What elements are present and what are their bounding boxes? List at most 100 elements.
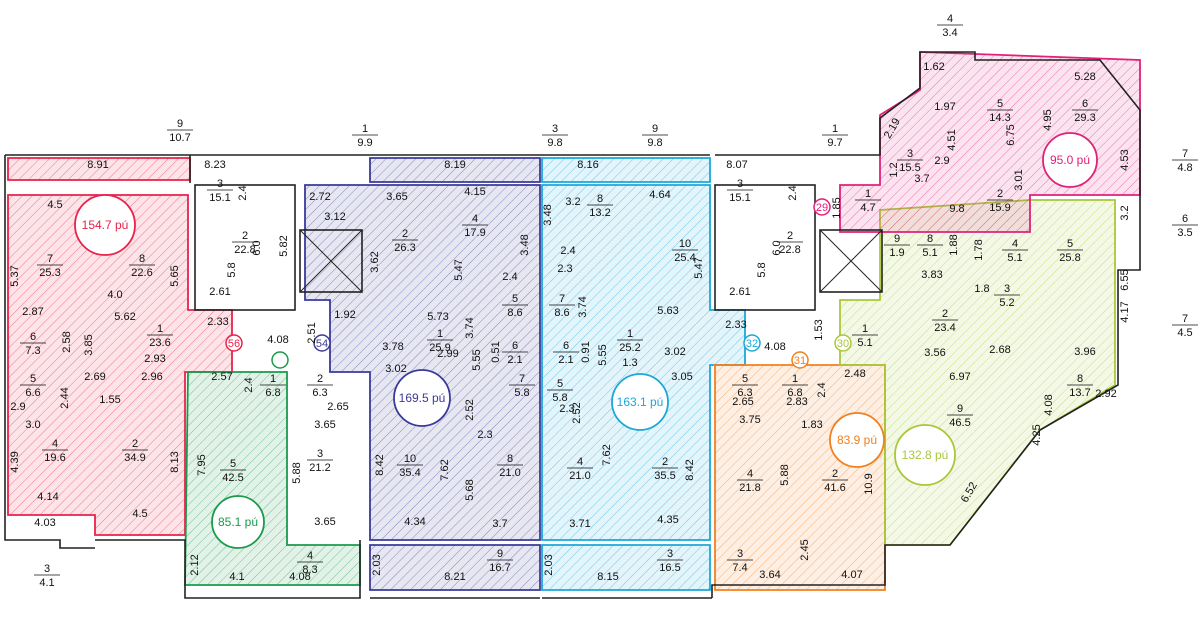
room-area: 29.3 [1074, 112, 1095, 124]
room-area: 6.3 [312, 387, 327, 399]
room-labels: 725.3822.6123.667.356.6419.6234.934.1910… [9, 13, 1198, 589]
room-area: 9.7 [827, 137, 842, 149]
room-area: 4.5 [1177, 327, 1192, 339]
apartment-number-marker[interactable] [225, 334, 243, 352]
common-room-label: 222.8 [232, 230, 258, 256]
room-area: 23.4 [934, 322, 955, 334]
dimension-label: 2.96 [141, 371, 162, 383]
room-label: 67.3 [20, 331, 46, 357]
room-area: 9.8 [547, 137, 562, 149]
room-label: 223.4 [932, 308, 958, 334]
room-number: 1 [157, 323, 163, 335]
room-number: 8 [1077, 373, 1083, 385]
dimension-label: 7.62 [439, 459, 451, 480]
room-number: 2 [942, 308, 948, 320]
dimension-label: 4.08 [1043, 394, 1055, 415]
apartment-zone-blue[interactable] [369, 544, 541, 591]
room-number: 6 [1182, 213, 1188, 225]
dimension-label: 3.05 [671, 371, 692, 383]
apartment-zones [7, 51, 1141, 591]
dimension-label: 2.65 [732, 396, 753, 408]
dimension-label: 4.08 [764, 341, 785, 353]
dimension-label: 4.14 [37, 491, 58, 503]
total-area-label: 163.1 pú [617, 395, 664, 409]
total-area-label: 85.1 pú [218, 515, 258, 529]
room-area: 4.8 [1177, 162, 1192, 174]
room-label: 419.6 [42, 438, 68, 464]
room-area: 22.6 [131, 267, 152, 279]
room-label: 48.3 [297, 550, 323, 576]
apartment-number-marker[interactable] [791, 351, 809, 369]
room-number: 3 [737, 548, 743, 560]
dimension-label: 2.48 [844, 368, 865, 380]
room-label: 62.1 [502, 340, 528, 366]
total-area-badge [211, 495, 265, 549]
dimension-label: 2.58 [61, 331, 73, 352]
room-number: 2 [832, 468, 838, 480]
room-area: 19.6 [44, 452, 65, 464]
dimension-label: 8.21 [444, 571, 465, 583]
apartment-number-marker[interactable] [271, 351, 289, 369]
room-area: 4.1 [39, 577, 54, 589]
apartment-number: 30 [837, 338, 849, 350]
room-number: 1 [437, 328, 443, 340]
room-number: 6 [30, 331, 36, 343]
apartment-number-marker[interactable] [834, 334, 852, 352]
common-room-label: 222.8 [777, 230, 803, 256]
room-number: 5 [30, 373, 36, 385]
room-label: 75.8 [509, 373, 535, 399]
room-number: 2 [132, 438, 138, 450]
room-label: 421.0 [567, 456, 593, 482]
dimension-label: 0.51 [490, 341, 502, 362]
room-label: 43.4 [937, 13, 963, 39]
room-label: 315.5 [897, 148, 923, 174]
dimension-label: 1.62 [923, 61, 944, 73]
room-area: 3.5 [1177, 227, 1192, 239]
room-area: 42.5 [222, 472, 243, 484]
room-area: 25.4 [674, 252, 695, 264]
dimension-label: 4.17 [1119, 301, 1131, 322]
apartment-zone-blue[interactable] [304, 184, 541, 541]
apartment-zone-cyan[interactable] [541, 544, 711, 591]
dimension-label: 3.85 [83, 334, 95, 355]
apartment-number-marker[interactable] [813, 198, 831, 216]
room-number: 2 [402, 228, 408, 240]
dimension-label: 8.07 [726, 159, 747, 171]
room-number: 6 [563, 340, 569, 352]
dimension-label: 2.83 [786, 396, 807, 408]
room-area: 17.9 [464, 227, 485, 239]
room-area: 15.9 [989, 202, 1010, 214]
room-number: 5 [997, 98, 1003, 110]
room-label: 946.5 [947, 403, 973, 429]
dimension-label: 4.5 [132, 508, 147, 520]
room-label: 821.0 [497, 453, 523, 479]
dimension-label: 5.65 [169, 265, 181, 286]
apartment-zone-blue[interactable] [369, 157, 541, 183]
room-number: 4 [307, 550, 313, 562]
apartment-number-marker[interactable] [313, 334, 331, 352]
dimension-label: 2.57 [211, 371, 232, 383]
room-area: 15.5 [899, 162, 920, 174]
dimension-label: 5.47 [693, 257, 705, 278]
room-number: 9 [177, 118, 183, 130]
dimension-label: 2.52 [464, 399, 476, 420]
apartment-number-marker[interactable] [743, 334, 761, 352]
room-area: 9.9 [357, 137, 372, 149]
dimension-label: 2.99 [437, 348, 458, 360]
dimension-label: 2.3 [477, 429, 492, 441]
dimension-label: 3.7 [914, 173, 929, 185]
room-area: 13.2 [589, 207, 610, 219]
dimension-label: 4.03 [34, 517, 55, 529]
room-number: 8 [927, 233, 933, 245]
dimension-label: 9.8 [949, 203, 964, 215]
dimension-label: 4.08 [289, 571, 310, 583]
apartment-zone-cyan[interactable] [541, 157, 711, 183]
room-number: 7 [559, 293, 565, 305]
room-number: 2 [787, 230, 793, 242]
dimension-label: 2.93 [144, 353, 165, 365]
room-number: 8 [139, 253, 145, 265]
dimension-label: 5.8 [756, 262, 768, 277]
dimension-label: 3.02 [664, 346, 685, 358]
